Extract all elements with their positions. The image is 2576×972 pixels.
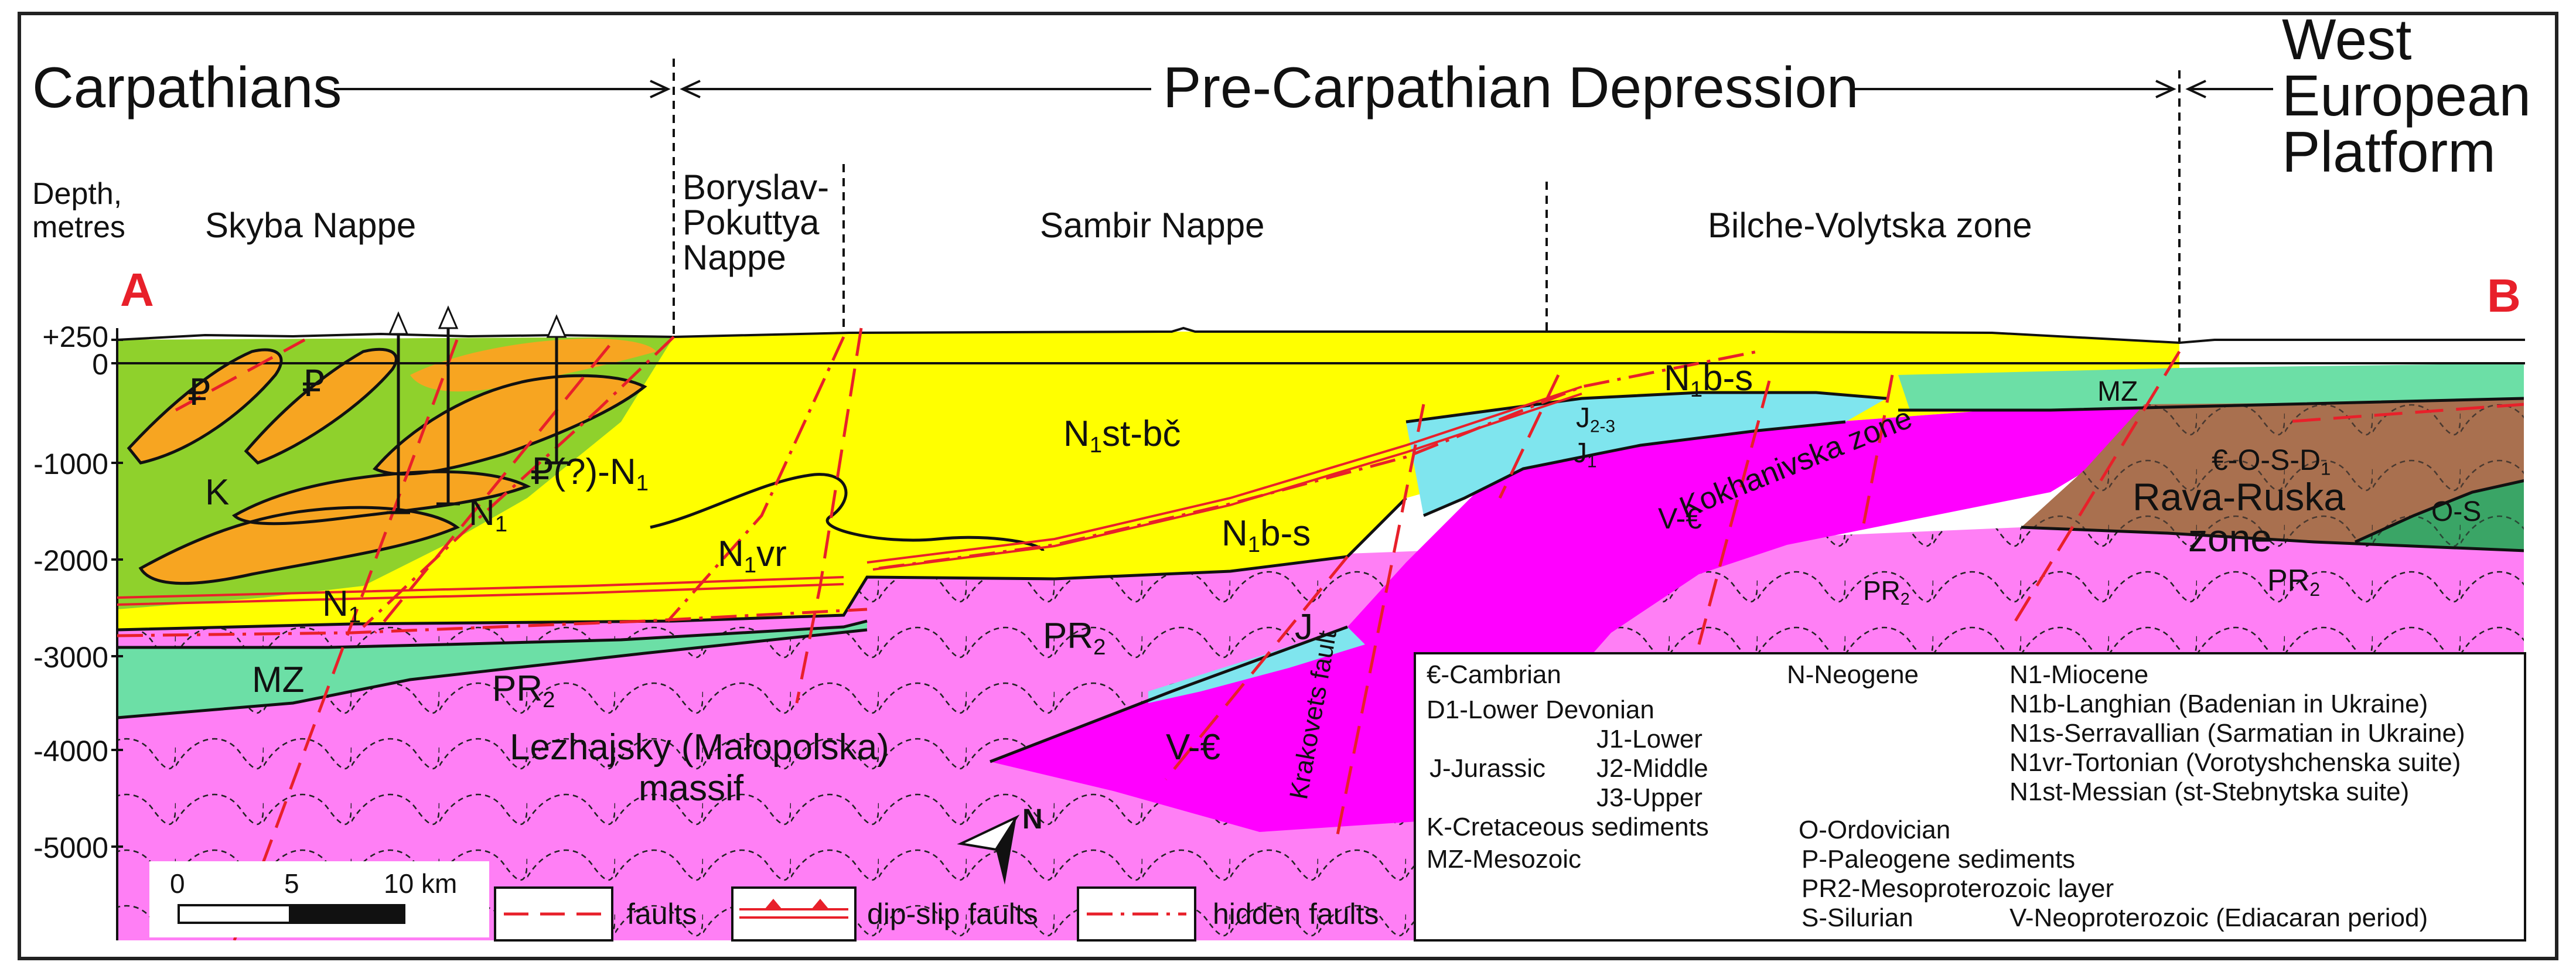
formation-contacts	[117, 347, 2524, 763]
scale-bar	[149, 861, 489, 937]
legend-serravallian: N1s-Serravallian (Sarmatian in Ukraine)	[2009, 719, 2465, 748]
legend-mesoproterozoic: PR2-Mesoproterozoic layer	[1802, 874, 2114, 903]
unit-paleogene-2: ₽	[302, 364, 325, 404]
zone-boryslav-3: Nappe	[683, 238, 786, 277]
scale-tick-0: 0	[170, 868, 185, 899]
unit-paleogene-1: ₽	[187, 373, 211, 413]
fault-lines	[175, 328, 2524, 940]
depth-axis-label-1: Depth,	[32, 177, 122, 211]
unit-jurassic: J	[1295, 607, 1313, 647]
unit-pr2-left: PR2	[492, 669, 555, 712]
legend-cretaceous: K-Cretaceous sediments	[1427, 813, 1709, 841]
unit-j23: J2-3	[1576, 403, 1615, 436]
unit-paleogene-neogene: ₽(?)-N1	[530, 452, 649, 496]
legend-j2-middle: J2-Middle	[1596, 754, 1708, 783]
boreholes	[387, 305, 568, 514]
unit-lezhajsky-1: Lezhajsky (Małopolska)	[510, 727, 889, 768]
region-west-european-platform-3: Platform	[2282, 120, 2496, 184]
region-carpathians: Carpathians	[32, 55, 342, 120]
legend-hidden-faults-label: hidden faults	[1213, 898, 1379, 930]
unit-n1vr: N1vr	[718, 534, 787, 578]
north-label: N	[1022, 804, 1043, 835]
depth-tick-plus250: +250	[42, 320, 108, 353]
depth-tick-minus1000: -1000	[33, 448, 108, 480]
depth-tick-minus5000: -5000	[33, 831, 108, 864]
region-pre-carpathian-depression: Pre-Carpathian Depression	[1163, 55, 1859, 120]
depth-tick-minus4000: -4000	[33, 735, 108, 768]
legend-lower-devonian: D1-Lower Devonian	[1427, 695, 1654, 724]
unit-cretaceous: K	[205, 472, 230, 513]
section-end-a: A	[120, 264, 154, 316]
layer-mz-right	[1898, 363, 2524, 410]
legend-neogene: N-Neogene	[1787, 660, 1919, 689]
zone-sambir-nappe: Sambir Nappe	[1040, 206, 1265, 245]
unit-os: O-S	[2431, 496, 2482, 527]
depth-tick-0: 0	[92, 348, 108, 381]
depth-axis-ticks	[111, 339, 123, 848]
legend-miocene: N1-Miocene	[2009, 660, 2149, 689]
legend-faults-label: faults	[627, 898, 697, 930]
legend-dip-slip-label: dip-slip faults	[867, 898, 1038, 930]
layer-brown-folds	[2021, 398, 2524, 551]
zone-boryslav-2: Pokuttya	[683, 203, 820, 242]
scale-tick-10: 10 km	[384, 868, 458, 899]
zone-boryslav-1: Boryslav-	[683, 168, 830, 207]
topographic-surface	[117, 326, 2525, 345]
region-west-european-platform-2: European	[2282, 63, 2531, 128]
unit-n1-upper: N1	[469, 493, 508, 537]
legend-jurassic: J-Jurassic	[1429, 754, 1546, 783]
north-arrow-icon	[957, 814, 1020, 885]
zone-skyba-nappe: Skyba Nappe	[205, 206, 417, 245]
dip-slip-fault-lines	[117, 386, 1582, 606]
section-end-b: B	[2487, 270, 2521, 322]
legend-silurian: S-Silurian	[1802, 903, 1913, 932]
scale-tick-5: 5	[284, 868, 299, 899]
unit-n1-lower: N1	[322, 584, 361, 627]
legend-langhian: N1b-Langhian (Badenian in Ukraine)	[2009, 690, 2428, 718]
layer-paleogene-5	[375, 376, 644, 475]
unit-pr2-right2: PR2	[2267, 564, 2321, 601]
layer-jurassic-cyan	[1406, 393, 1886, 516]
region-west-european-platform-1: West	[2282, 7, 2412, 71]
unit-pr2-right1: PR2	[1863, 575, 1910, 609]
legend-cambrian: €-Cambrian	[1427, 660, 1561, 689]
unit-eosd: €-O-S-D1	[2212, 444, 2331, 479]
unit-lezhajsky-2: massif	[639, 768, 744, 809]
unit-rava-ruska-1: Rava-Ruska	[2133, 475, 2346, 519]
legend-j3-upper: J3-Upper	[1596, 783, 1702, 812]
legend-messian: N1st-Messian (st-Stebnytska suite)	[2009, 777, 2410, 806]
legend-paleogene: P-Paleogene sediments	[1802, 845, 2076, 874]
zone-bilche-volytska: Bilche-Volytska zone	[1708, 206, 2032, 245]
region-boundaries	[334, 59, 2273, 343]
layer-paleogene-2	[246, 349, 397, 463]
unit-mz-right: MZ	[2097, 376, 2138, 407]
depth-tick-minus3000: -3000	[33, 641, 108, 674]
legend-tortonian: N1vr-Tortonian (Vorotyshchenska suite)	[2009, 748, 2461, 777]
legend-j1-lower: J1-Lower	[1596, 725, 1702, 753]
legend-ordovician: O-Ordovician	[1799, 816, 1951, 844]
unit-vc-right: V-€	[1658, 502, 1702, 535]
unit-j1: J1	[1573, 438, 1597, 472]
unit-rava-ruska-2: zone	[2188, 516, 2273, 560]
unit-n1bs-sambir: N1b-s	[1222, 513, 1311, 557]
unit-n1st-bc: N1st-bč	[1063, 414, 1181, 458]
layer-paleogene-1	[129, 349, 282, 463]
fault-legend-symbols	[494, 886, 1196, 942]
depth-axis-label-2: metres	[32, 210, 125, 244]
layer-paleogene-6	[410, 338, 656, 392]
legend-neoproterozoic: V-Neoproterozoic (Ediacaran period)	[2009, 903, 2428, 932]
unit-pr2-mid: PR2	[1043, 616, 1106, 660]
unit-mz-left: MZ	[252, 660, 305, 700]
unit-n1bs-bilche: N1b-s	[1664, 358, 1753, 402]
depth-tick-minus2000: -2000	[33, 544, 108, 577]
layer-paleogene-3	[141, 507, 457, 584]
stratigraphic-legend-box	[1414, 652, 2526, 942]
layer-magenta-vendian	[990, 404, 2144, 832]
figure-frame	[18, 12, 2558, 960]
legend-mesozoic: MZ-Mesozoic	[1427, 845, 1582, 874]
layer-jurassic-cyan-2	[1148, 627, 1365, 703]
unit-vc-left: V-€	[1166, 727, 1221, 768]
